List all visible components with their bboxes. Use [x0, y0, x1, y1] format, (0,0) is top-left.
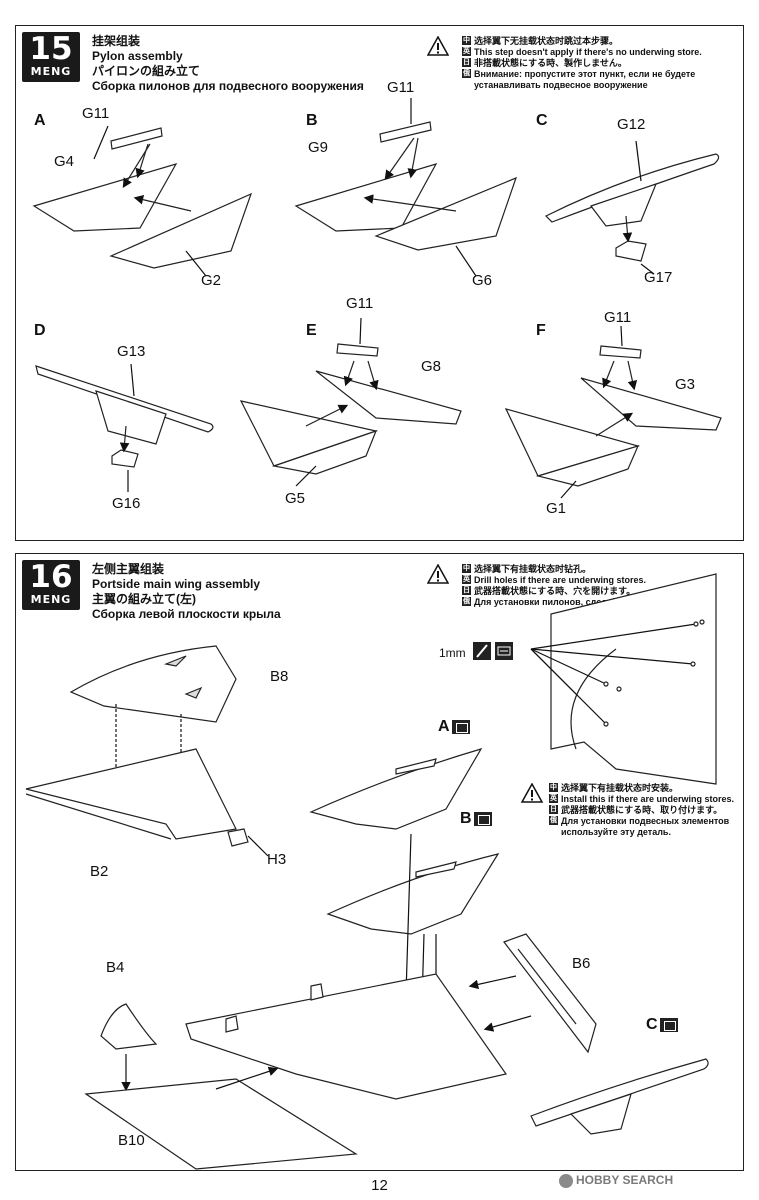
part-label: B2	[90, 863, 109, 880]
part-pylon-c	[530, 1058, 709, 1135]
title-jp: 主翼の組み立て(左)	[92, 592, 196, 606]
part-label: G16	[112, 495, 141, 512]
reference-icon	[659, 1017, 678, 1032]
watermark-logo-icon	[559, 1173, 573, 1188]
part-main-wing	[185, 973, 508, 1100]
assembly-b	[294, 98, 518, 277]
assembly-a	[32, 125, 253, 277]
warning-icon	[427, 564, 449, 584]
warning-icon	[521, 783, 543, 803]
part-label: H3	[267, 851, 287, 868]
substep-f-label: F	[536, 322, 546, 339]
part-label: G2	[201, 272, 222, 289]
wing-detail-inset	[530, 573, 717, 785]
substep-b-label: B	[306, 112, 318, 129]
part-label: G11	[604, 309, 632, 326]
drill-bit-icon	[473, 642, 491, 660]
part-label: G12	[617, 116, 646, 133]
ref-a-label: A	[438, 718, 470, 736]
part-label: G8	[421, 358, 442, 375]
assembly-c	[544, 140, 720, 275]
ref-b-label: B	[460, 810, 492, 828]
part-label: G11	[346, 295, 374, 312]
title-cn: 挂架组装	[92, 34, 141, 48]
part-b4	[100, 1003, 158, 1050]
step-16-panel: 16 MENG 左侧主翼组装 Portside main wing assemb…	[15, 553, 744, 1171]
part-label: G3	[675, 376, 696, 393]
step15-illustration	[32, 98, 722, 499]
reference-icon	[451, 719, 470, 734]
part-label: G1	[546, 500, 567, 517]
part-b6	[503, 933, 597, 1054]
part-label: B6	[572, 955, 591, 972]
part-pylon-b	[326, 853, 500, 935]
ref-c-label: C	[646, 1016, 678, 1034]
reference-icon	[473, 811, 492, 826]
step-number-badge: 15 MENG	[22, 32, 80, 82]
brand-logo: MENG	[30, 65, 72, 78]
part-label: G13	[117, 343, 146, 360]
title-en: Portside main wing assembly	[92, 577, 261, 591]
part-label: B10	[118, 1132, 145, 1149]
step-titles: 挂架组装 Pylon assembly パイロンの組み立て Сборка пил…	[92, 34, 364, 94]
part-label: G11	[387, 79, 415, 96]
part-label: G4	[54, 153, 75, 170]
reference-icon	[495, 642, 513, 660]
step-number-badge: 16 MENG	[22, 560, 80, 610]
assembly-d	[35, 363, 214, 492]
title-jp: パイロンの組み立て	[92, 64, 201, 78]
substep-c-label: C	[536, 112, 548, 129]
step-titles: 左侧主翼组装 Portside main wing assembly 主翼の組み…	[92, 562, 281, 622]
part-label: G5	[285, 490, 306, 507]
title-ru: Сборка пилонов для подвесного вооружения	[92, 79, 364, 93]
part-label: G11	[82, 105, 110, 122]
page-number: 12	[371, 1177, 388, 1194]
part-b8	[69, 645, 237, 723]
substep-d-label: D	[34, 322, 46, 339]
part-b10	[84, 1078, 358, 1170]
part-label: G6	[472, 272, 493, 289]
part-label: B8	[270, 668, 289, 685]
part-label: B4	[106, 959, 125, 976]
part-label: G17	[644, 269, 673, 286]
step-number: 16	[29, 559, 73, 595]
step-15-panel: 15 MENG 挂架组装 Pylon assembly パイロンの組み立て Сб…	[15, 25, 744, 541]
substep-a-label: A	[34, 112, 46, 129]
title-en: Pylon assembly	[92, 49, 183, 63]
step-number: 15	[29, 31, 73, 67]
drill-size-label: 1mm	[439, 646, 466, 660]
assembly-f	[504, 325, 722, 499]
part-b2	[25, 748, 269, 857]
assembly-e	[239, 317, 462, 487]
substep-e-label: E	[306, 322, 317, 339]
step16-illustration	[25, 573, 717, 1170]
watermark: HOBBY SEARCH	[559, 1173, 673, 1188]
part-pylon-a	[309, 747, 483, 830]
warning-icon	[427, 36, 449, 56]
brand-logo: MENG	[30, 593, 72, 606]
title-ru: Сборка левой плоскости крыла	[92, 607, 281, 621]
title-cn: 左侧主翼组装	[92, 562, 165, 576]
part-label: G9	[308, 139, 329, 156]
